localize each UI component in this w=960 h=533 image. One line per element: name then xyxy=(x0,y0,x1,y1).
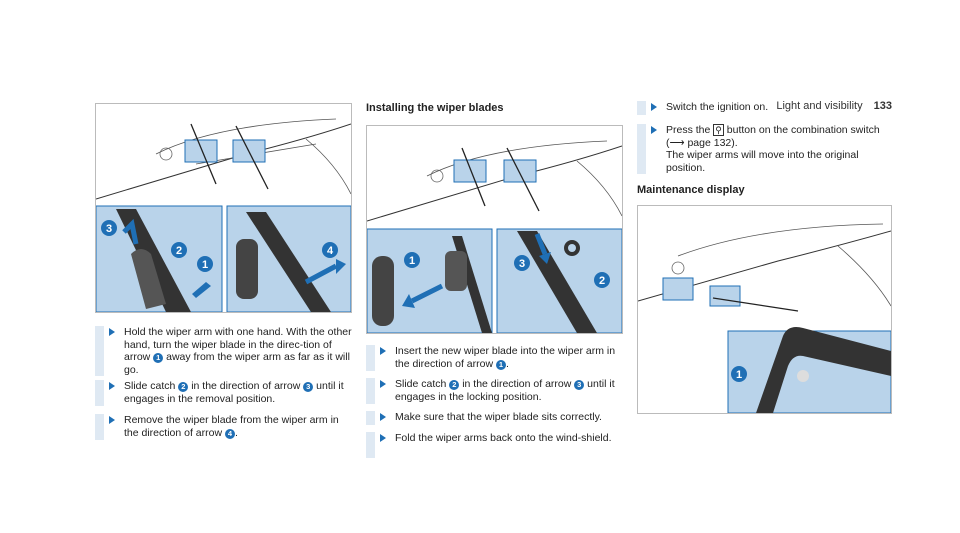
figure-remove-wiper: 3 2 1 4 xyxy=(95,103,352,313)
car-windshield-illustration xyxy=(638,223,891,312)
step-bar xyxy=(95,414,104,440)
step-bar xyxy=(366,432,375,458)
svg-text:4: 4 xyxy=(327,245,334,257)
triangle-right-icon xyxy=(380,413,386,421)
remove-step-3: Remove the wiper blade from the wiper ar… xyxy=(95,414,355,440)
step-bar xyxy=(95,326,104,376)
triangle-right-icon xyxy=(651,126,657,134)
step-bar xyxy=(95,380,104,406)
maintenance-heading: Maintenance display xyxy=(637,184,745,196)
svg-text:2: 2 xyxy=(599,275,605,287)
install-step-2: Slide catch 2 in the direction of arrow … xyxy=(366,378,626,404)
step-text: Insert the new wiper blade into the wipe… xyxy=(395,345,616,370)
wiper-arm-detail-right xyxy=(236,212,346,312)
svg-text:2: 2 xyxy=(176,245,182,257)
svg-text:1: 1 xyxy=(409,255,415,267)
svg-text:3: 3 xyxy=(106,223,112,235)
wiper-arm-detail-left xyxy=(116,209,211,312)
page-reference-link[interactable]: ⟶ page 132). xyxy=(669,136,738,149)
click-burst-icon xyxy=(564,240,580,256)
callout-3: 3 xyxy=(514,255,530,271)
install-step-3: Make sure that the wiper blade sits corr… xyxy=(366,411,626,425)
triangle-right-icon xyxy=(109,382,115,390)
callout-3: 3 xyxy=(101,220,117,236)
car-windshield-illustration xyxy=(96,118,351,200)
wiper-insert-detail-right xyxy=(517,231,597,333)
step-text: Make sure that the wiper blade sits corr… xyxy=(395,411,602,423)
install-step-1: Insert the new wiper blade into the wipe… xyxy=(366,345,626,371)
callout-1: 1 xyxy=(404,252,420,268)
press-button-step: Press the ⚲ button on the combination sw… xyxy=(637,124,897,174)
wiper-switch-icon: ⚲ xyxy=(713,124,724,136)
step-text: Slide catch 2 in the direction of arrow … xyxy=(395,378,615,403)
ignition-step: Switch the ignition on. xyxy=(637,101,897,115)
maintenance-arm-detail xyxy=(756,327,891,413)
triangle-right-icon xyxy=(380,380,386,388)
callout-2: 2 xyxy=(171,242,187,258)
triangle-right-icon xyxy=(380,347,386,355)
step-bar xyxy=(637,101,646,115)
remove-step-2: Slide catch 2 in the direction of arrow … xyxy=(95,380,355,406)
triangle-right-icon xyxy=(380,434,386,442)
step-bar xyxy=(637,124,646,174)
svg-text:1: 1 xyxy=(736,369,742,381)
callout-1: 1 xyxy=(731,366,747,382)
section-title: Light and visibility xyxy=(776,100,863,112)
step-text: Fold the wiper arms back onto the wind-s… xyxy=(395,432,612,444)
remove-step-1: Hold the wiper arm with one hand. With t… xyxy=(95,326,355,376)
car-windshield-illustration xyxy=(367,140,622,222)
triangle-right-icon xyxy=(109,416,115,424)
step-text: Hold the wiper arm with one hand. With t… xyxy=(124,326,352,376)
installing-heading: Installing the wiper blades xyxy=(366,102,504,114)
install-step-4: Fold the wiper arms back onto the wind-s… xyxy=(366,432,626,458)
triangle-right-icon xyxy=(109,328,115,336)
running-header: Light and visibility 133 xyxy=(776,100,892,112)
svg-text:3: 3 xyxy=(519,258,525,270)
step-text: Switch the ignition on. xyxy=(666,101,769,113)
figure-install-wiper: 1 3 2 xyxy=(366,125,623,334)
step-bar xyxy=(366,378,375,404)
callout-2: 2 xyxy=(594,272,610,288)
page-number: 133 xyxy=(873,100,892,112)
svg-text:1: 1 xyxy=(202,259,208,271)
triangle-right-icon xyxy=(651,103,657,111)
callout-1: 1 xyxy=(197,256,213,272)
step-text: Remove the wiper blade from the wiper ar… xyxy=(124,414,339,439)
step-bar xyxy=(366,411,375,425)
step-text: Press the ⚲ button on the combination sw… xyxy=(666,124,880,174)
step-bar xyxy=(366,345,375,371)
figure-maintenance-display: 1 xyxy=(637,205,892,414)
step-text: Slide catch 2 in the direction of arrow … xyxy=(124,380,344,405)
callout-4: 4 xyxy=(322,242,338,258)
wiper-insert-detail-left xyxy=(372,236,492,333)
